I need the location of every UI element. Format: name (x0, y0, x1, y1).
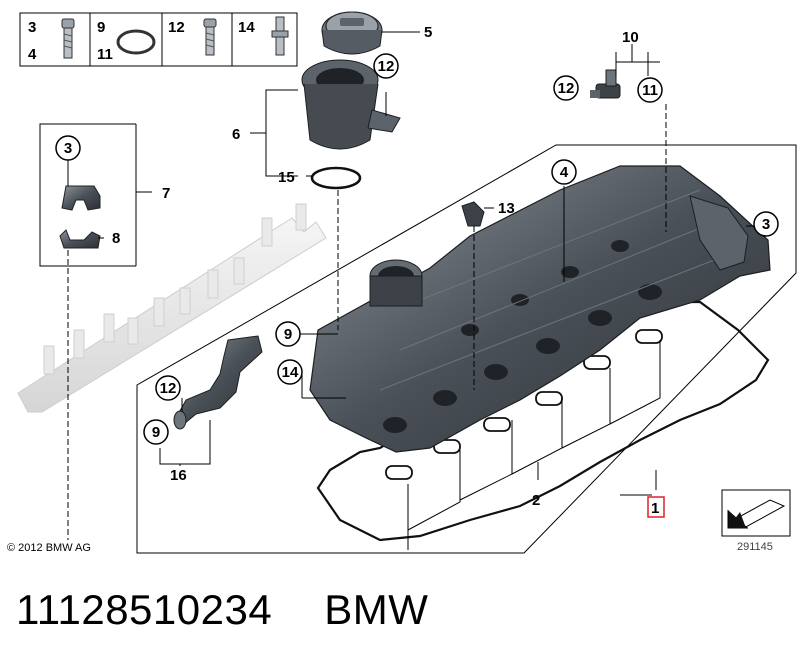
clip-13 (461, 201, 485, 227)
legend-label-4: 4 (28, 46, 37, 63)
bracket-group-7 (39, 123, 152, 540)
callout-12a: 12 (378, 58, 395, 75)
callout-5: 5 (424, 24, 432, 41)
breather-pipe (173, 335, 263, 430)
stud-bolt-icon (271, 16, 289, 56)
callout-9b: 9 (152, 424, 160, 441)
callout-3a: 3 (64, 140, 72, 157)
callout-labels: 3 12 12 11 4 3 9 14 12 9 (64, 58, 770, 441)
o-ring-15 (310, 166, 362, 190)
oil-filler-cap (321, 11, 383, 55)
callout-13: 13 (498, 200, 515, 217)
callout-6: 6 (232, 126, 240, 143)
screw-icon (203, 18, 217, 56)
callout-8: 8 (112, 230, 120, 247)
legend-label-14: 14 (238, 19, 255, 36)
clamp-lower-icon (59, 229, 101, 249)
clamp-upper-icon (61, 185, 101, 211)
seal-ring-icon (116, 29, 156, 55)
callout-12b: 12 (558, 80, 575, 97)
callout-10: 10 (622, 29, 639, 46)
sensor-part (590, 69, 621, 99)
callout-3b: 3 (762, 216, 770, 233)
brand-name: BMW (324, 586, 429, 633)
legend-label-11: 11 (97, 46, 113, 63)
cylinder-head-cover (309, 165, 771, 453)
callout-11: 11 (642, 82, 658, 99)
callout-9a: 9 (284, 326, 292, 343)
fuel-rail-illustration (17, 203, 327, 413)
callout-15: 15 (278, 169, 295, 186)
part-number: 11128510234 (16, 586, 273, 633)
plain-callouts: 5 6 15 7 8 10 13 2 16 (112, 24, 639, 509)
callout-1-highlighted: 1 (647, 496, 665, 518)
bracket-6 (265, 89, 298, 177)
bolt-icon (61, 18, 75, 59)
callout-16: 16 (170, 467, 187, 484)
reference-arrow-box (721, 489, 791, 537)
callout-14: 14 (282, 364, 299, 381)
callout-2: 2 (532, 492, 540, 509)
callout-4: 4 (560, 164, 569, 181)
kit-outline (136, 144, 797, 554)
callout-12c: 12 (160, 380, 177, 397)
callout-1: 1 (651, 500, 659, 517)
callout-7: 7 (162, 185, 170, 202)
oil-filler-neck (369, 259, 423, 307)
footer-caption: 11128510234 BMW (16, 586, 428, 634)
diagram-reference-number: 291145 (737, 541, 773, 553)
legend-label-9: 9 (97, 19, 105, 36)
bracket-16 (159, 420, 211, 465)
callouts (55, 53, 779, 445)
legend-label-3: 3 (28, 19, 36, 36)
filler-neck-part (301, 59, 401, 150)
parts-legend: 3 4 9 11 12 14 (19, 12, 298, 67)
copyright-notice: © 2012 BMW AG (7, 542, 91, 554)
legend-label-12: 12 (168, 19, 185, 36)
